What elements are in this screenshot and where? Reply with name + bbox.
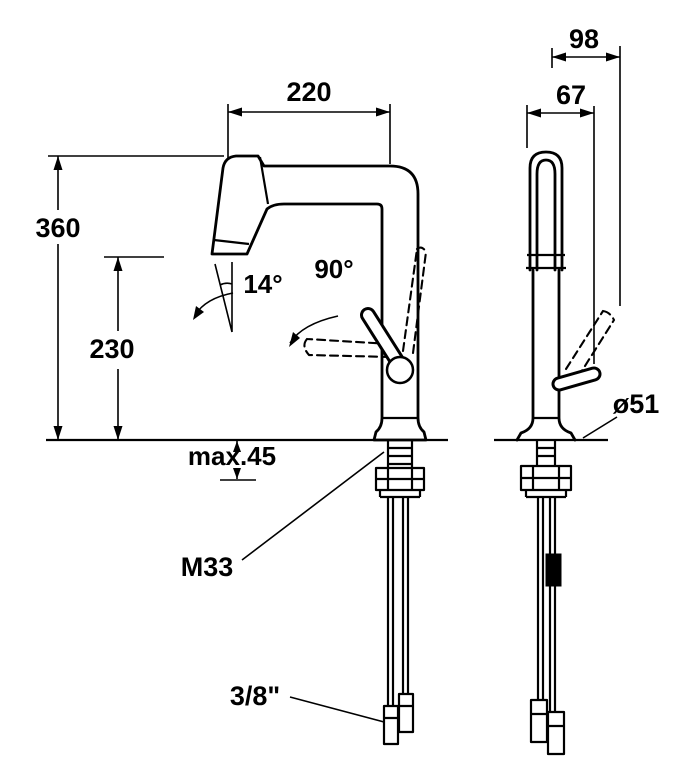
base-diameter-leader xyxy=(582,416,618,439)
dim-label-height-to-spout: 230 xyxy=(89,334,134,364)
side-lever xyxy=(551,366,602,392)
side-shank-and-nut xyxy=(519,440,573,499)
dimension-98: 98 xyxy=(551,24,621,306)
hose-end-fittings xyxy=(382,692,415,746)
dim-label-height-total: 360 xyxy=(35,213,80,243)
dimension-max45: max.45 xyxy=(174,441,290,481)
supply-hoses xyxy=(386,497,410,706)
tilt-arrowhead xyxy=(193,306,204,320)
side-hose-end-fittings xyxy=(529,698,566,756)
lever-ball-joint xyxy=(385,355,415,385)
dimension-360: 360 xyxy=(35,155,224,440)
tilt-angle-lines xyxy=(214,262,233,333)
front-view: 220 360 230 max.45 xyxy=(35,77,448,746)
lever-left-dashed xyxy=(303,337,392,359)
dim-label-depth: 67 xyxy=(556,80,586,110)
spray-head-details xyxy=(213,156,418,420)
dim-label-max-mounting: max.45 xyxy=(188,441,276,471)
dim-label-depth-top: 98 xyxy=(569,24,599,54)
side-lever-raised-dashed xyxy=(564,309,616,379)
dimension-230: 230 xyxy=(89,256,164,440)
lever-raised-dashed xyxy=(401,246,428,355)
dim-label-base-dia: ø51 xyxy=(613,389,660,419)
dim-label-thread: M33 xyxy=(181,552,234,582)
dimension-220: 220 xyxy=(227,77,391,164)
dim-label-hose: 3/8" xyxy=(230,681,280,711)
hose-clip xyxy=(545,553,562,587)
faucet-side-outline xyxy=(515,150,577,442)
dim-label-swivel-angle: 90° xyxy=(314,254,353,284)
side-collar-details xyxy=(526,253,566,420)
side-view: 98 67 ø51 xyxy=(494,24,660,756)
mounting-shank-and-nut xyxy=(374,440,426,499)
dim-label-tilt-angle: 14° xyxy=(243,269,282,299)
lever xyxy=(360,307,415,385)
leader-lines xyxy=(241,451,385,723)
dimension-67: 67 xyxy=(526,80,595,364)
dim-label-reach: 220 xyxy=(286,77,331,107)
swivel-arc-arrowhead xyxy=(289,332,300,347)
side-supply-hoses xyxy=(536,497,557,712)
